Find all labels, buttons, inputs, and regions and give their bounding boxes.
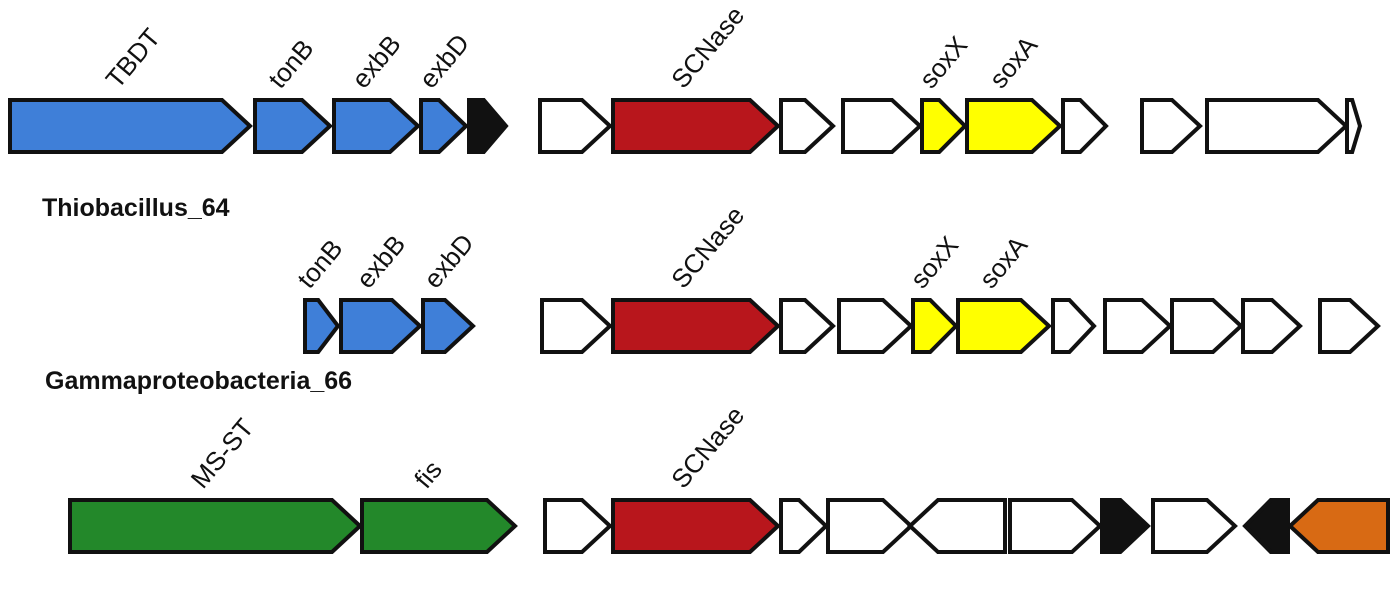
gene-arrow-white [1061,98,1109,154]
gene-label-soxx: soxX [904,230,964,294]
genome-name-gammaproteobacteria: Gammaproteobacteria_66 [45,367,353,395]
gene-label-ms-st: MS-ST [185,413,260,494]
gene-label-tbdt: TBDT [100,22,167,93]
gene-arrow-white [1008,498,1103,554]
gene-arrow-tonb [253,98,333,154]
gene-arrow-orange [1287,498,1390,554]
gene-label-exbd: exbD [418,228,480,294]
gene-arrow-scnase [611,98,781,154]
gene-arrow-exbb [332,98,421,154]
gene-label-scnase: SCNase [665,200,750,293]
gene-arrow-tbdt [8,98,253,154]
gene-arrow-white [1140,98,1203,154]
gene-arrow-white [841,98,923,154]
gene-label-scnase: SCNase [665,400,750,493]
gene-arrow-soxa [956,298,1052,354]
gene-arrow-white [538,98,613,154]
gene-arrow-white [1345,98,1363,154]
genome-name-thiobacillus: Thiobacillus_64 [42,194,230,222]
gene-label-soxx: soxX [913,30,973,94]
gene-arrow-ms-st [68,498,363,554]
gene-arrow-fis [360,498,518,554]
gene-arrow-scnase [611,298,781,354]
gene-arrow-soxx [911,298,959,354]
gene-arrow-exbb [339,298,423,354]
gene-arrow-soxx [920,98,968,154]
gene-arrow-exbd [421,298,476,354]
gene-arrow-black [467,98,509,154]
gene-label-fis: fis [408,455,448,494]
gene-label-tonb: tonB [291,234,348,294]
gene-arrow-white [837,298,914,354]
gene-arrow-soxa [965,98,1063,154]
gene-arrow-exbd [419,98,469,154]
gene-arrow-white [1205,98,1349,154]
gene-arrow-white [1051,298,1097,354]
gene-arrow-white [1241,298,1303,354]
gene-arrow-white [1103,298,1173,354]
gene-label-soxa: soxA [973,230,1034,294]
gene-arrow-white [1170,298,1244,354]
gene-arrow-white [779,98,836,154]
gene-arrow-white [907,498,1007,554]
gene-arrow-white [779,298,836,354]
gene-arrow-scnase [611,498,781,554]
gene-label-soxa: soxA [983,30,1044,94]
gene-label-scnase: SCNase [665,0,750,93]
gene-label-exbd: exbD [413,28,475,94]
gene-arrow-tonb [303,298,341,354]
gene-label-exbb: exbB [346,29,407,94]
gene-arrow-white [1318,298,1381,354]
gene-arrow-white [1151,498,1238,554]
gene-arrow-white [540,298,613,354]
gene-arrow-black [1242,498,1290,554]
gene-arrow-black [1100,498,1151,554]
gene-arrow-white [826,498,914,554]
gene-arrow-white [779,498,829,554]
gene-arrow-white [543,498,613,554]
gene-label-tonb: tonB [262,34,319,94]
gene-label-exbb: exbB [350,229,411,294]
